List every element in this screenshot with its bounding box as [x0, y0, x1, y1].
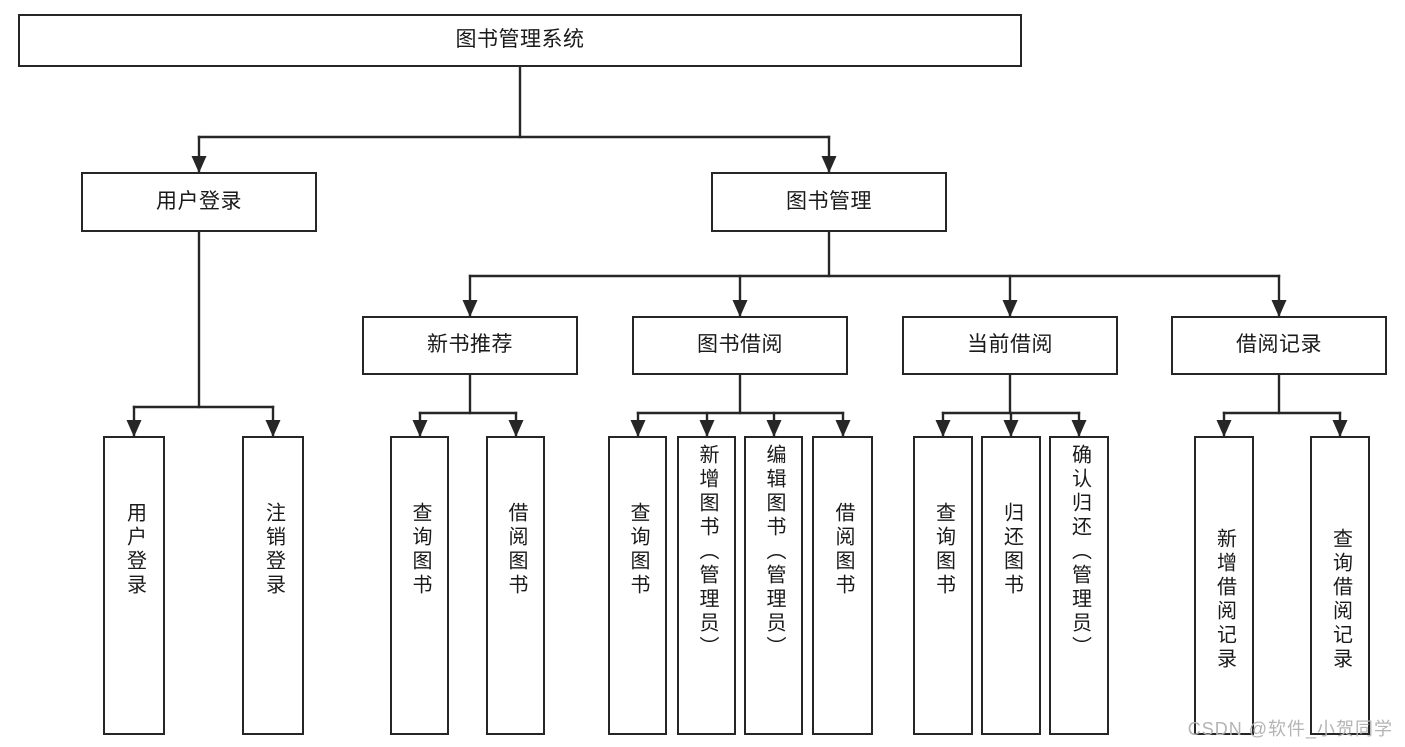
node-label: 用户登录 [123, 502, 146, 598]
node-label: 借阅图书 [832, 502, 854, 598]
node-label: 图书管理 [786, 189, 872, 213]
arrowhead [1002, 300, 1018, 317]
node-records[interactable]: 借阅记录 [1171, 316, 1387, 375]
node-borrow[interactable]: 图书借阅 [632, 316, 848, 375]
arrowhead [630, 420, 646, 437]
arrowhead [1271, 300, 1287, 317]
node-newbook[interactable]: 新书推荐 [362, 316, 578, 375]
node-login[interactable]: 用户登录 [81, 172, 317, 232]
node-label: 编辑图书（管理员） [763, 444, 785, 660]
node-label: 确认归还（管理员） [1068, 444, 1091, 660]
node-label: 新增借阅记录 [1213, 528, 1236, 672]
node-leaf-confirm-return[interactable]: 确认归还（管理员） [1049, 436, 1109, 735]
arrowhead [699, 420, 715, 437]
arrowhead [462, 300, 478, 317]
node-leaf-add-record[interactable]: 新增借阅记录 [1194, 436, 1254, 735]
arrowhead [1003, 420, 1019, 437]
node-leaf-query-book-2[interactable]: 查询图书 [608, 436, 667, 735]
node-label: 查询图书 [409, 502, 431, 598]
node-label: 归还图书 [1000, 502, 1023, 598]
node-label: 借阅记录 [1236, 333, 1322, 357]
arrowhead [508, 420, 524, 437]
arrowhead [1071, 420, 1087, 437]
node-leaf-borrow-book-1[interactable]: 借阅图书 [486, 436, 545, 735]
node-label: 新增图书（管理员） [696, 444, 718, 660]
node-leaf-query-book-1[interactable]: 查询图书 [390, 436, 449, 735]
node-label: 借阅图书 [505, 502, 527, 598]
arrowhead [1216, 420, 1232, 437]
node-label: 图书借阅 [697, 333, 783, 357]
node-current[interactable]: 当前借阅 [902, 316, 1118, 375]
arrowhead [935, 420, 951, 437]
arrowhead [191, 156, 207, 173]
arrowhead [766, 420, 782, 437]
node-label: 图书管理系统 [455, 28, 585, 52]
node-label: 当前借阅 [967, 333, 1053, 357]
node-leaf-query-book-3[interactable]: 查询图书 [913, 436, 973, 735]
node-leaf-user-login[interactable]: 用户登录 [103, 436, 165, 735]
node-leaf-borrow-book-2[interactable]: 借阅图书 [812, 436, 873, 735]
arrowhead [1332, 420, 1348, 437]
arrowhead [732, 300, 748, 317]
node-leaf-edit-book[interactable]: 编辑图书（管理员） [744, 436, 803, 735]
node-label: 查询图书 [932, 502, 955, 598]
node-leaf-user-logout[interactable]: 注销登录 [242, 436, 304, 735]
node-leaf-add-book[interactable]: 新增图书（管理员） [677, 436, 736, 735]
arrowhead [412, 420, 428, 437]
arrowhead [265, 420, 281, 437]
watermark-text: CSDN @软件_小贺同学 [1187, 719, 1393, 739]
node-label: 新书推荐 [427, 333, 513, 357]
node-label: 查询图书 [627, 502, 649, 598]
arrowhead [821, 156, 837, 173]
arrowhead [835, 420, 851, 437]
node-leaf-return-book[interactable]: 归还图书 [981, 436, 1041, 735]
arrowhead [126, 420, 142, 437]
node-leaf-query-record[interactable]: 查询借阅记录 [1310, 436, 1370, 735]
node-root[interactable]: 图书管理系统 [18, 14, 1022, 67]
node-label: 用户登录 [156, 189, 242, 213]
node-bookmgmt[interactable]: 图书管理 [711, 172, 947, 232]
node-label: 注销登录 [262, 502, 285, 598]
node-label: 查询借阅记录 [1329, 528, 1352, 672]
